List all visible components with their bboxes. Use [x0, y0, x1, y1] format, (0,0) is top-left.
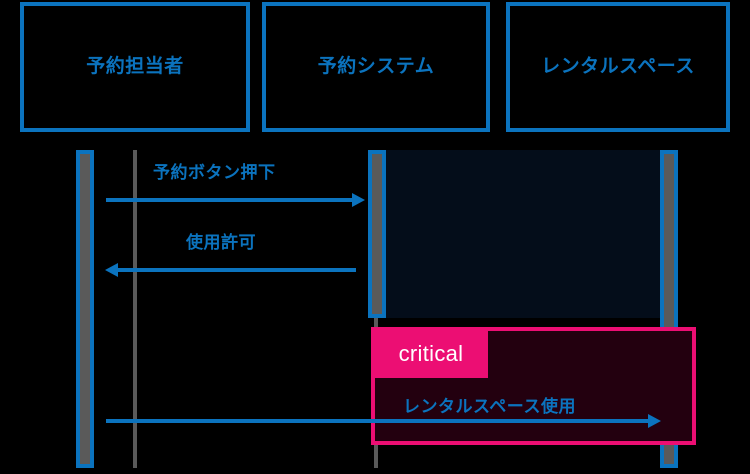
message-label-use-permission: 使用許可 — [186, 233, 256, 252]
activation-reservation-system[interactable] — [368, 150, 386, 318]
participant-label-reservation-staff: 予約担当者 — [86, 55, 184, 77]
activation-reservation-staff[interactable] — [76, 150, 94, 468]
lifeline-reservation-staff — [133, 150, 137, 468]
arrow-head-left-icon-use-permission — [105, 263, 118, 277]
critical-fragment-tab[interactable]: critical — [374, 330, 488, 378]
message-line-press-reserve-button[interactable] — [106, 198, 354, 202]
participant-label-rental-space: レンタルスペース — [541, 55, 695, 77]
arrow-head-right-icon-use-rental-space — [648, 414, 661, 428]
participant-rental-space[interactable]: レンタルスペース — [506, 2, 730, 132]
message-line-use-permission[interactable] — [118, 268, 356, 272]
message-label-press-reserve-button: 予約ボタン押下 — [153, 163, 276, 182]
message-line-use-rental-space[interactable] — [106, 419, 652, 423]
critical-fragment-operator-label: critical — [398, 341, 464, 366]
critical-fragment-box[interactable] — [371, 327, 696, 445]
participant-reservation-staff[interactable]: 予約担当者 — [20, 2, 250, 132]
arrow-head-right-icon-press-reserve-button — [352, 193, 365, 207]
participant-reservation-system[interactable]: 予約システム — [262, 2, 490, 132]
message-label-use-rental-space: レンタルスペース使用 — [403, 397, 576, 416]
system-region-shade — [378, 150, 668, 318]
participant-label-reservation-system: 予約システム — [317, 55, 435, 77]
